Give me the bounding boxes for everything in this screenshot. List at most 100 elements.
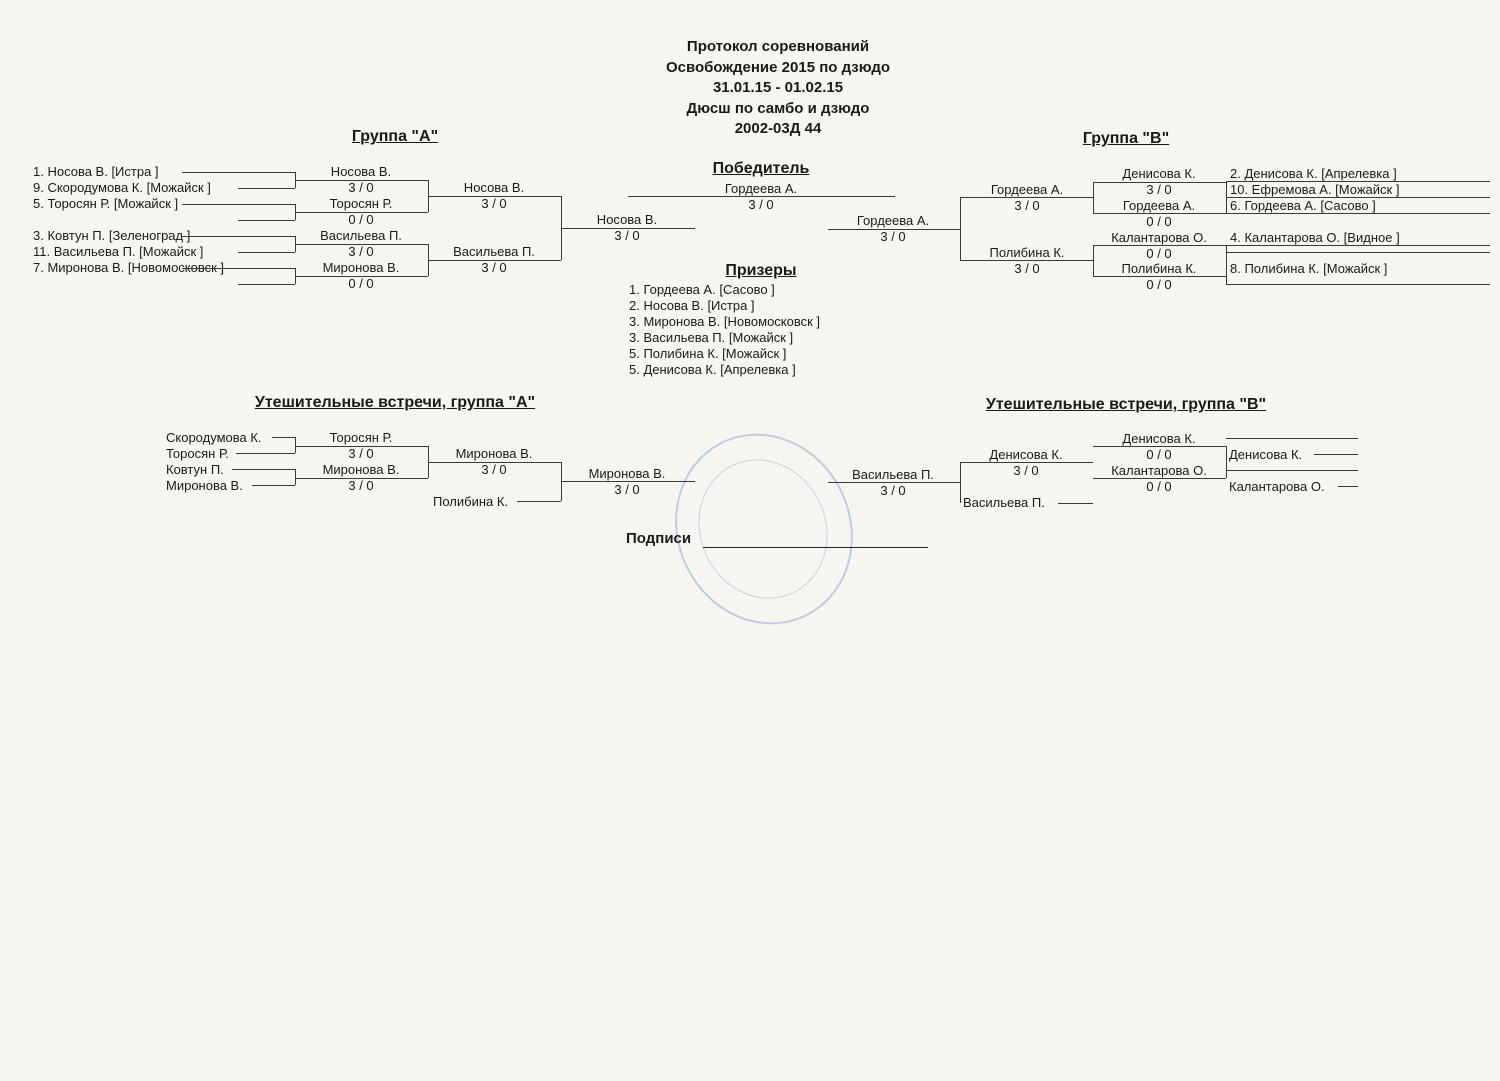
group-a-r2-winner: Носова В. <box>463 180 525 195</box>
bracket-line <box>1093 478 1226 479</box>
group-a-r1-score: 3 / 0 <box>348 180 374 195</box>
group-b-r1-winner: Полибина К. <box>1121 261 1197 276</box>
consolation-b-r1-score: 0 / 0 <box>1146 479 1172 494</box>
group-a-entrant: 11. Васильева П. [Можайск ] <box>33 244 204 259</box>
consolation-b-final-winner: Васильева П. <box>852 467 934 482</box>
title-line-3: 31.01.15 - 01.02.15 <box>712 79 844 97</box>
group-b-r1-winner: Гордеева А. <box>1122 198 1196 213</box>
bracket-line <box>236 453 295 454</box>
group-b-entrant: 10. Ефремова А. [Можайск ] <box>1230 182 1400 197</box>
medalist-item: 3. Васильева П. [Можайск ] <box>629 330 794 345</box>
bracket-line <box>561 481 695 482</box>
group-a-r1-winner: Торосян Р. <box>329 196 393 211</box>
bracket-line <box>960 260 1093 261</box>
group-a-r2-winner: Васильева П. <box>453 244 535 259</box>
bracket-line <box>1226 197 1490 198</box>
medalist-item: 3. Миронова В. [Новомосковск ] <box>629 314 821 329</box>
group-a-entrant: 9. Скородумова К. [Можайск ] <box>33 180 211 195</box>
winner-name: Гордеева А. <box>724 181 798 196</box>
bracket-line <box>828 482 960 483</box>
bracket-line <box>960 462 1093 463</box>
group-a-r2-score: 3 / 0 <box>481 260 507 275</box>
bracket-line <box>295 446 428 447</box>
bracket-line <box>1093 182 1094 213</box>
bracket-line <box>960 462 961 503</box>
bracket-line <box>828 229 960 230</box>
consolation-a-r1-score: 3 / 0 <box>348 478 374 493</box>
bracket-line <box>428 196 561 197</box>
bracket-line <box>272 437 295 438</box>
bracket-line <box>960 197 1093 198</box>
consolation-a-r1-winner: Торосян Р. <box>329 430 393 445</box>
consolation-a-entrant: Скородумова К. <box>166 430 262 445</box>
bracket-line <box>1093 245 1094 276</box>
consolation-a-r2-winner: Миронова В. <box>455 446 533 461</box>
signatures-label: Подписи <box>626 530 692 547</box>
group-b-r2-score: 3 / 0 <box>1014 261 1040 276</box>
group-a-entrant: 1. Носова В. [Истра ] <box>33 164 159 179</box>
bracket-line <box>1093 182 1226 183</box>
title-line-4: Дюсш по самбо и дзюдо <box>686 99 870 117</box>
bracket-line <box>628 196 895 197</box>
bracket-line <box>1058 503 1093 504</box>
group-b-r2-score: 3 / 0 <box>1014 198 1040 213</box>
bracket-line <box>1314 454 1358 455</box>
group-b-r1-score: 0 / 0 <box>1146 246 1172 261</box>
consolation-a-r1-score: 3 / 0 <box>348 446 374 461</box>
group-b-r1-score: 3 / 0 <box>1146 182 1172 197</box>
group-a-r2-score: 3 / 0 <box>481 196 507 211</box>
group-a-r1-winner: Васильева П. <box>320 228 402 243</box>
consolation-a-entrant: Торосян Р. <box>166 446 229 461</box>
consolation-b-r1-score: 0 / 0 <box>1146 447 1172 462</box>
bracket-line <box>182 204 295 205</box>
bracket-line <box>238 220 295 221</box>
bracket-line <box>1093 276 1226 277</box>
bracket-line <box>1226 470 1358 471</box>
group-b-r1-score: 0 / 0 <box>1146 214 1172 229</box>
bracket-line <box>1226 438 1358 439</box>
medalist-item: 2. Носова В. [Истра ] <box>629 298 755 313</box>
group-b-r1-winner: Калантарова О. <box>1111 230 1207 245</box>
bracket-line <box>295 244 428 245</box>
winner-heading: Победитель <box>712 160 810 177</box>
bracket-line <box>295 276 428 277</box>
group-a-r1-score: 0 / 0 <box>348 276 374 291</box>
protocol-title: Протокол соревнований Освобождение 2015 … <box>666 37 890 140</box>
bracket-line <box>182 236 295 237</box>
bracket-line <box>1226 181 1227 213</box>
consolation-a-entrant: Ковтун П. <box>166 462 224 477</box>
bracket-line <box>295 469 296 485</box>
consolation-a-bye: Полибина К. <box>433 494 509 509</box>
bracket-line <box>1226 284 1490 285</box>
consolation-b-entrant: Калантарова О. <box>1229 479 1325 494</box>
medalists-heading: Призеры <box>725 262 797 279</box>
title-line-5: 2002-03Д 44 <box>734 120 822 138</box>
group-a-entrant: 3. Ковтун П. [Зеленоград ] <box>33 228 191 243</box>
group-b-r2-winner: Полибина К. <box>989 245 1065 260</box>
medalist-item: 5. Полибина К. [Можайск ] <box>629 346 787 361</box>
bracket-line <box>1338 486 1358 487</box>
group-a-final-score: 3 / 0 <box>614 228 640 243</box>
bracket-line <box>295 478 428 479</box>
consolation-b-entrant: Денисова К. <box>1229 447 1303 462</box>
bracket-line <box>1093 245 1226 246</box>
bracket-line <box>182 172 295 173</box>
group-a-final-winner: Носова В. <box>596 212 658 227</box>
bracket-line <box>238 284 295 285</box>
signature-line <box>703 547 928 548</box>
group-a-entrant: 7. Миронова В. [Новомосковск ] <box>33 260 225 275</box>
consolation-a-r1-winner: Миронова В. <box>322 462 400 477</box>
group-b-entrant: 2. Денисова К. [Апрелевка ] <box>1230 166 1397 181</box>
winner-score: 3 / 0 <box>748 197 774 212</box>
bracket-line <box>238 252 295 253</box>
consolation-a-final-winner: Миронова В. <box>588 466 666 481</box>
consolation-b-r1-winner: Денисова К. <box>1122 431 1196 446</box>
group-b-heading: Группа "В" <box>1082 130 1170 147</box>
consolation-a-entrant: Миронова В. <box>166 478 243 493</box>
consolation-b-r2-score: 3 / 0 <box>1013 463 1039 478</box>
group-b-entrant: 6. Гордеева А. [Сасово ] <box>1230 198 1376 213</box>
group-b-r1-winner: Денисова К. <box>1122 166 1196 181</box>
bracket-line <box>1226 213 1490 214</box>
group-a-r1-winner: Носова В. <box>330 164 392 179</box>
bracket-line <box>232 469 295 470</box>
